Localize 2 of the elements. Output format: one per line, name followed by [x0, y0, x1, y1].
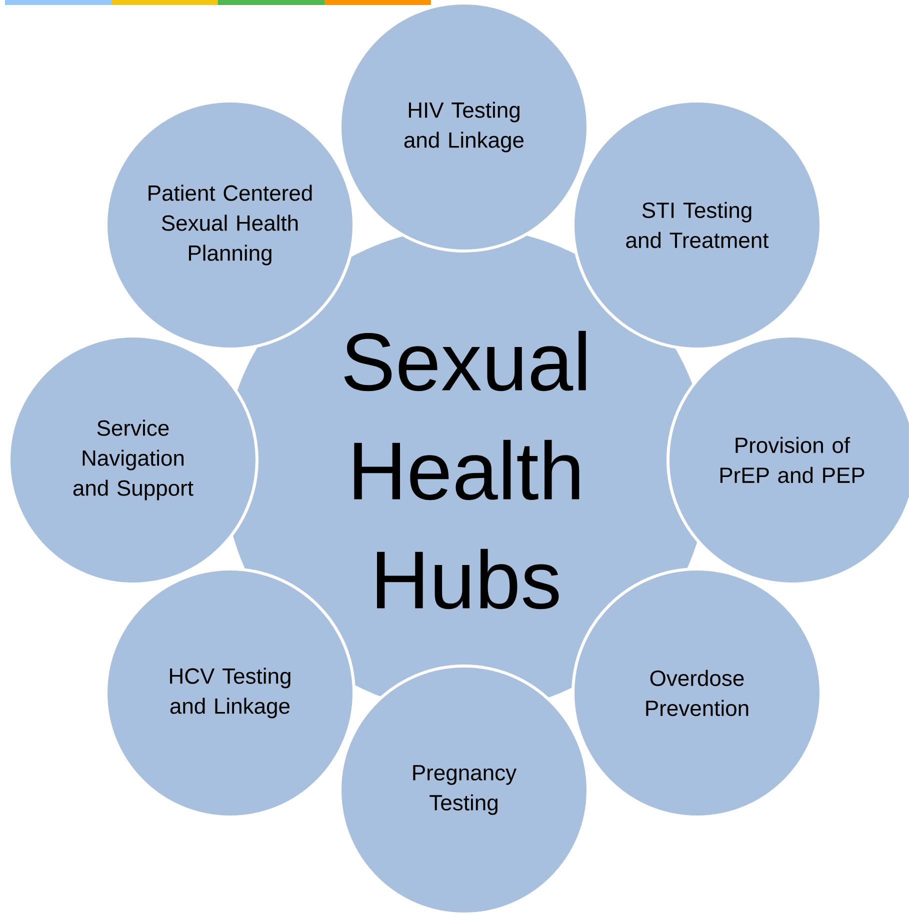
- node-label: Provision of PrEP and PEP: [720, 436, 864, 484]
- node-label: Pregnancy Testing: [413, 765, 517, 815]
